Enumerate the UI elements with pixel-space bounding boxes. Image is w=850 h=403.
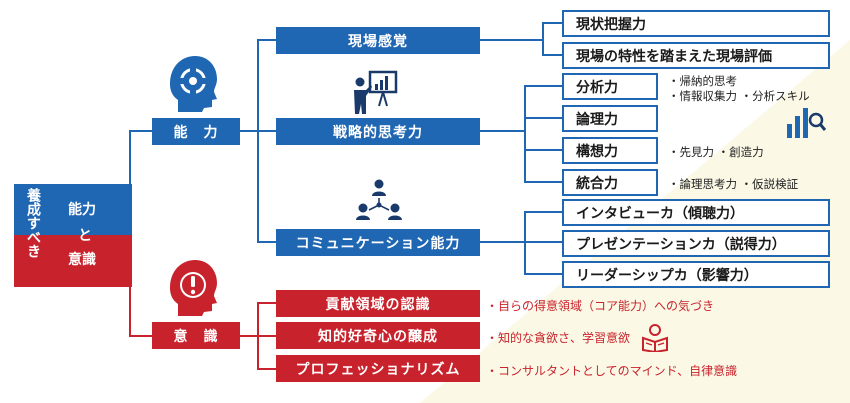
network-people-icon [356, 179, 402, 220]
bar-chart-magnifier-icon [787, 108, 827, 138]
branch-communication: コミュニケーション能力 [276, 229, 480, 256]
root-label-vertical: 養成すべき [25, 188, 41, 258]
leaf-logic: 論理力 [562, 105, 658, 132]
branch-contribution: 貢献領域の認識 [276, 290, 480, 317]
note-concept: ・先見力 ・創造力 [668, 145, 764, 159]
root-label-awareness: 意識 [68, 252, 96, 268]
leaf-leadership: リーダーシップカ（影響力） [562, 261, 830, 288]
root-label-and: と [78, 228, 92, 244]
category-ability: 能 力 [152, 118, 240, 145]
leaf-interview: インタビューカ（傾聴力） [562, 199, 830, 226]
note-analysis-1: ・帰納的思考 [668, 74, 737, 88]
note-contribution: ・自らの得意領域（コア能力）への気づき [486, 299, 715, 313]
reading-person-icon [642, 324, 668, 352]
alert-head-icon [170, 260, 217, 316]
branch-strategy: 戦略的思考力 [276, 118, 480, 145]
leaf-presentation: プレゼンテーションカ（説得力） [562, 230, 830, 257]
branch-genba: 現場感覚 [276, 27, 480, 54]
leaf-genba-hyoka: 現場の特性を踏まえた現場評価 [562, 42, 830, 69]
presenter-chart-icon [354, 70, 398, 114]
root-box-top [14, 184, 132, 235]
note-curiosity: ・知的な貪欲さ、学習意欲 [486, 331, 631, 345]
note-analysis-2: ・情報収集力 ・分析スキル [668, 89, 810, 103]
gear-head-icon [170, 56, 217, 112]
category-awareness: 意 識 [152, 322, 240, 349]
note-professionalism: ・コンサルタントとしてのマインド、自律意識 [486, 364, 738, 378]
branch-curiosity: 知的好奇心の醸成 [276, 322, 480, 349]
leaf-analysis: 分析力 [562, 73, 658, 100]
branch-professionalism: プロフェッショナリズム [276, 355, 480, 382]
leaf-concept: 構想力 [562, 137, 658, 164]
root-label-ability: 能力 [68, 202, 96, 218]
note-integration: ・論理思考力 ・仮説検証 [668, 177, 799, 191]
leaf-genjo: 現状把握力 [562, 10, 830, 37]
leaf-integration: 統合力 [562, 169, 658, 196]
root-box-bottom [14, 235, 132, 287]
